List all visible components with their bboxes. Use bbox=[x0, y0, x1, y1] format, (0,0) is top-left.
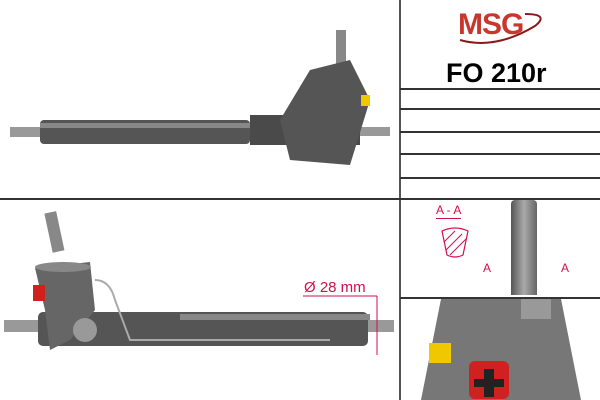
diameter-label: Ø 28 mm bbox=[304, 279, 366, 296]
logo-swoosh bbox=[459, 13, 542, 44]
steering-rack-photo-top bbox=[10, 30, 390, 165]
product-code: FO 210r bbox=[446, 58, 547, 88]
spec-line bbox=[400, 108, 600, 110]
section-marker-left: A bbox=[483, 261, 492, 275]
divider-horizontal bbox=[0, 198, 600, 200]
spec-line bbox=[400, 88, 600, 90]
divider-detail bbox=[400, 297, 600, 299]
spec-line bbox=[400, 177, 600, 179]
steering-rack-photo-bottom bbox=[4, 211, 394, 355]
valve-detail-photo bbox=[421, 299, 581, 400]
divider-vertical bbox=[399, 0, 401, 400]
shaft-photo bbox=[511, 200, 537, 295]
spec-line bbox=[400, 131, 600, 133]
msg-logo: MSG bbox=[458, 8, 524, 41]
spec-line bbox=[400, 153, 600, 155]
section-title: A - A bbox=[436, 203, 462, 219]
section-marker-right: A bbox=[561, 261, 570, 275]
cross-section-icon bbox=[441, 227, 469, 258]
